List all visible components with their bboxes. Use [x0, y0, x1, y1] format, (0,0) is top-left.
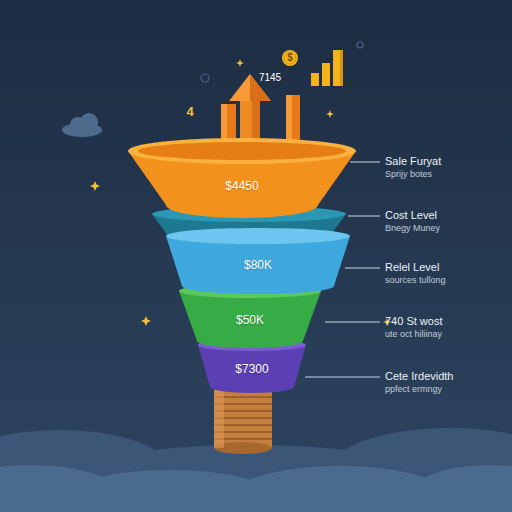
funnel-band: $4450	[128, 138, 356, 218]
stage-name: Sale Furyat	[385, 155, 441, 167]
figure-value: 4	[186, 104, 193, 119]
funnel-band: $80K	[166, 228, 350, 294]
band-value: $80K	[244, 258, 272, 272]
stage-note: Sprijy botes	[385, 169, 432, 179]
band-shape	[128, 138, 356, 218]
stage-note: Bnegy Muney	[385, 223, 440, 233]
stage-name: Cete Irdevidth	[385, 370, 453, 382]
coin-symbol: $	[287, 52, 293, 63]
band-value: $50K	[236, 313, 264, 327]
stage-note: ute oct hiliinay	[385, 329, 442, 339]
stage-note: sources tullong	[385, 275, 446, 285]
stage-name: Relel Level	[385, 261, 439, 273]
stage-note: ppfect ermngy	[385, 384, 442, 394]
stage-name: Cost Level	[385, 209, 437, 221]
stage-name: 740 St wost	[385, 315, 442, 327]
figure-value: 7145	[259, 72, 281, 83]
band-value: $4450	[225, 179, 258, 193]
band-value: $7300	[235, 362, 268, 376]
